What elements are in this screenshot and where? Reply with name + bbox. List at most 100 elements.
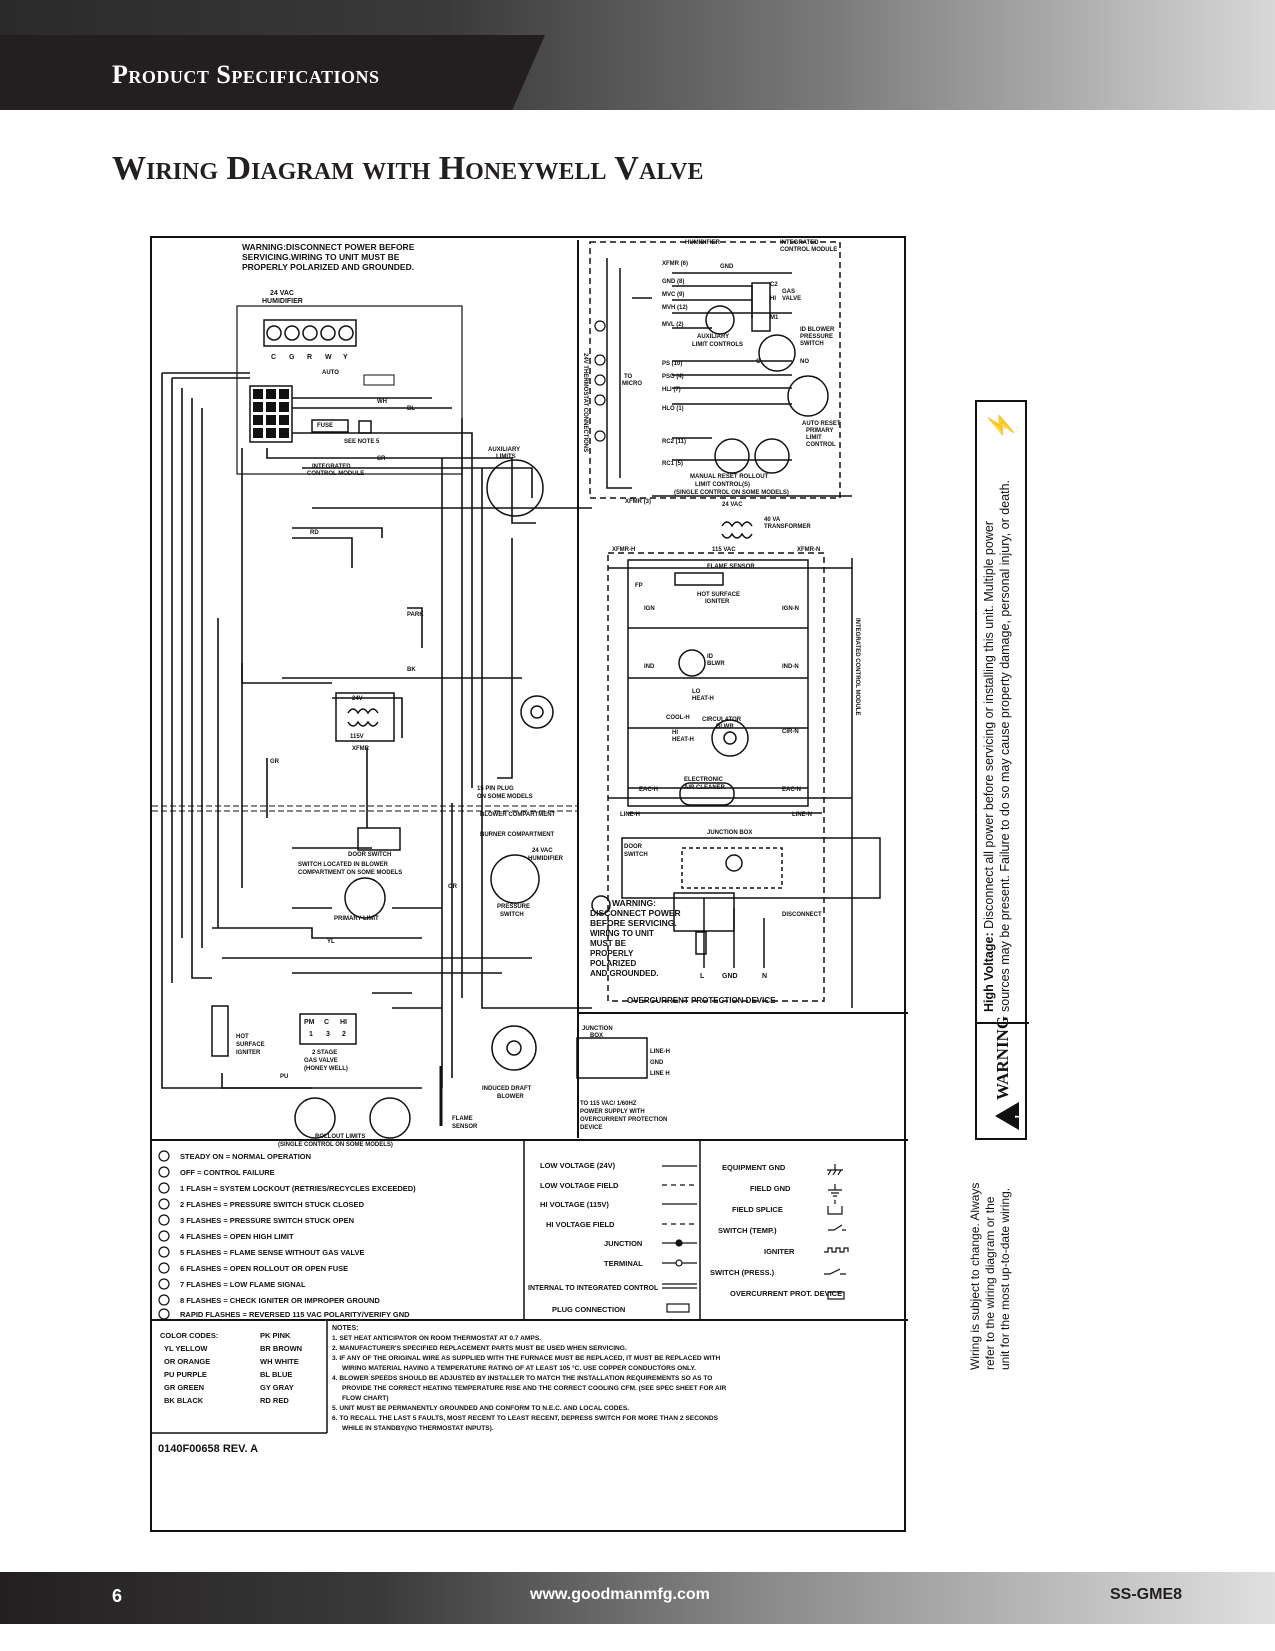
door-switch-box bbox=[357, 827, 401, 851]
induced-draft-1: INDUCED DRAFT bbox=[482, 1086, 532, 1092]
icm-vertical: INTEGRATED CONTROL MODULE bbox=[854, 618, 860, 715]
thermostat-circles bbox=[594, 320, 606, 442]
blower-compartment: BLOWER COMPARTMENT bbox=[480, 812, 556, 818]
rt-term-9: RC2 (11) bbox=[662, 439, 686, 445]
diagram-warning-2: SERVICING.WIRING TO UNIT MUST BE bbox=[242, 252, 400, 262]
junction-gnd: GND bbox=[650, 1060, 664, 1066]
part-number: 0140F00658 REV. A bbox=[158, 1443, 258, 1455]
page-number: 6 bbox=[112, 1586, 123, 1606]
eac-1: ELECTRONIC bbox=[684, 777, 724, 783]
line-n-label: LINE-N bbox=[792, 812, 812, 818]
rt-term-4: MVL (2) bbox=[662, 322, 684, 328]
term-r: R bbox=[307, 354, 312, 361]
wire-wh: WH bbox=[377, 399, 387, 405]
rt-term-6: PSO (4) bbox=[662, 374, 684, 380]
eac-h-label: EAC-H bbox=[639, 787, 658, 793]
icm-left-1: INTEGRATED bbox=[312, 464, 351, 470]
term-c: C bbox=[271, 354, 276, 361]
side-note-line-3: unit for the most up-to-date wiring. bbox=[998, 1187, 1012, 1370]
note-6: FLOW CHART) bbox=[342, 1395, 389, 1402]
color-code-3: GR GREEN bbox=[164, 1383, 204, 1392]
fuse bbox=[311, 419, 349, 433]
gas-valve-3: (HONEY WELL) bbox=[304, 1066, 348, 1072]
warning-label: WARNING bbox=[983, 1016, 1023, 1134]
gv-c: C bbox=[324, 1019, 329, 1026]
term-y: Y bbox=[343, 354, 348, 361]
led-code-3: 2 FLASHES = PRESSURE SWITCH STUCK CLOSED bbox=[180, 1200, 365, 1209]
auto-reset-3: LIMIT bbox=[806, 435, 822, 441]
led-code-icons bbox=[158, 1150, 170, 1320]
doc-code: SS-GME8 bbox=[1110, 1586, 1183, 1603]
legend-line-5: TERMINAL bbox=[604, 1259, 643, 1268]
icm-right-2: CONTROL MODULE bbox=[780, 247, 837, 253]
circulator-blower-symbol bbox=[520, 695, 554, 729]
hsi-r-2: IGNITER bbox=[705, 599, 730, 605]
wire-bk: BK bbox=[407, 667, 416, 673]
control-module-outline bbox=[236, 305, 463, 475]
disconnect-label: DISCONNECT bbox=[782, 912, 822, 918]
gv-hi-r: HI bbox=[770, 296, 776, 302]
warning-r-3: WIRING TO UNIT bbox=[590, 929, 654, 938]
door-switch-r-1: DOOR bbox=[624, 844, 643, 850]
wire-rd: RD bbox=[310, 530, 319, 536]
term-w: W bbox=[325, 354, 332, 361]
note-9: WHILE IN STANDBY(NO THERMOSTAT INPUTS). bbox=[342, 1425, 494, 1432]
legend-symbols bbox=[824, 1164, 849, 1300]
junction-box-right: JUNCTION BOX bbox=[707, 830, 752, 836]
wire-bl: BL bbox=[407, 406, 415, 412]
id-blwr-1: ID bbox=[707, 654, 714, 660]
warning-r-4: MUST BE bbox=[590, 939, 627, 948]
note-8: 6. TO RECALL THE LAST 5 FAULTS, MOST REC… bbox=[332, 1415, 719, 1422]
gv-hi: HI bbox=[340, 1019, 347, 1026]
led-code-8: 7 FLASHES = LOW FLAME SIGNAL bbox=[180, 1280, 306, 1289]
line-h-label: LINE-H bbox=[620, 812, 640, 818]
legend-sym-2: FIELD SPLICE bbox=[732, 1205, 783, 1214]
hsi-r-1: HOT SURFACE bbox=[697, 592, 740, 598]
rt-term-10: RC1 (5) bbox=[662, 461, 683, 467]
auto-reset-2: PRIMARY bbox=[806, 428, 833, 434]
note-1: 2. MANUFACTURER'S SPECIFIED REPLACEMENT … bbox=[332, 1345, 627, 1352]
transformer-xfmr bbox=[335, 692, 395, 742]
rt-term-0: XFMR (6) bbox=[662, 261, 688, 267]
gas-valve-box bbox=[299, 1013, 357, 1045]
aux-limits-1: AUXILIARY bbox=[488, 447, 520, 453]
auto-label: AUTO bbox=[322, 370, 339, 376]
ind-n-label: IND-N bbox=[782, 664, 799, 670]
legend-sym-3: SWITCH (TEMP.) bbox=[718, 1226, 777, 1235]
gas-valve-r1: GAS bbox=[782, 289, 795, 295]
wire-gr: GR bbox=[270, 759, 280, 765]
manual-reset-1: MANUAL RESET ROLLOUT bbox=[690, 474, 769, 480]
transformer-1: 40 VA bbox=[764, 517, 781, 523]
high-voltage-warning: WARNING High Voltage: Disconnect all pow… bbox=[975, 400, 1029, 1140]
wiring-diagram: WARNING:DISCONNECT POWER BEFORE SERVICIN… bbox=[150, 236, 908, 1532]
hi-heat-1: HI bbox=[672, 730, 678, 736]
side-note: Wiring is subject to change. Always refe… bbox=[968, 1170, 1028, 1370]
right-top-wiring bbox=[589, 241, 852, 499]
pressure-switch-symbol bbox=[490, 854, 540, 904]
fuse-label: FUSE bbox=[317, 423, 333, 429]
legend-line-3: HI VOLTAGE FIELD bbox=[546, 1220, 615, 1229]
plug-12pin bbox=[249, 385, 293, 443]
thermostat-terminal-strip bbox=[263, 319, 357, 347]
vac115: 115 VAC bbox=[712, 547, 736, 553]
aux-limit-symbol bbox=[486, 459, 544, 517]
footer-url[interactable]: www.goodmanmfg.com bbox=[530, 1586, 710, 1603]
led-code-1: OFF = CONTROL FAILURE bbox=[180, 1168, 275, 1177]
warning-r-5: PROPERLY bbox=[590, 949, 634, 958]
humidifier-24vac-1: 24 VAC bbox=[270, 290, 294, 297]
legend-line-4: JUNCTION bbox=[604, 1239, 642, 1248]
led-code-7: 6 FLASHES = OPEN ROLLOUT OR OPEN FUSE bbox=[180, 1264, 348, 1273]
humidifier-lower-1: 24 VAC bbox=[532, 848, 553, 854]
lightning-bolt-icon: ⚡ bbox=[988, 410, 1015, 440]
park-label: PARK bbox=[407, 612, 424, 618]
hi-heat-2: HEAT-H bbox=[672, 737, 694, 743]
primary-limit-label: PRIMARY LIMIT bbox=[334, 916, 379, 922]
gv-c2: C2 bbox=[770, 282, 778, 288]
id-blower-ps-right bbox=[758, 334, 796, 372]
legend-line-1: LOW VOLTAGE FIELD bbox=[540, 1181, 619, 1190]
id-ps-2: PRESSURE bbox=[800, 334, 833, 340]
rt-term-11: XFMR (3) bbox=[625, 499, 651, 505]
aux-lc-1: AUXILIARY bbox=[697, 334, 729, 340]
left-wiring bbox=[161, 372, 592, 1089]
color-code-10: RD RED bbox=[260, 1396, 289, 1405]
